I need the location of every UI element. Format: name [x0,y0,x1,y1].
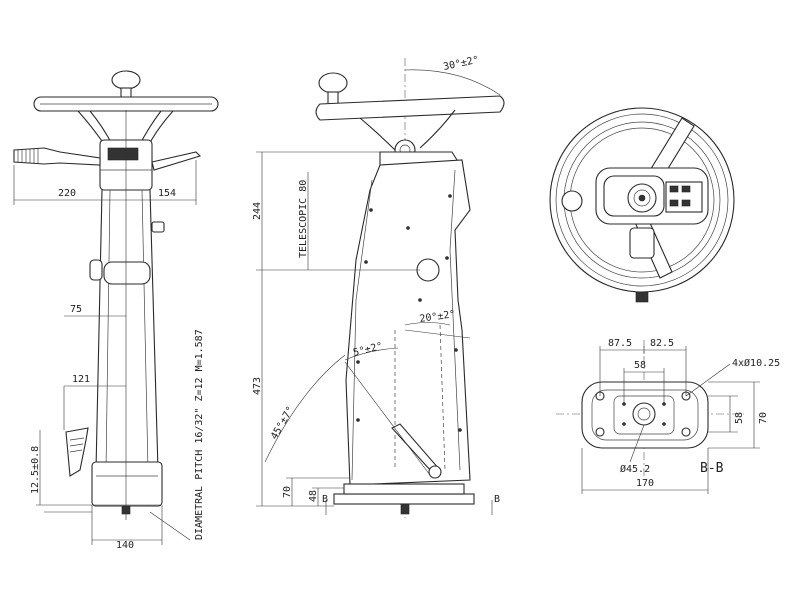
front-pedal-pivot [428,465,442,479]
dim-170-label: 170 [636,478,654,489]
dim-70-label: 70 [282,486,293,498]
top-wheel-knob [561,190,583,212]
angle-30-label: 30°±2° [442,55,480,73]
telescopic-label: TELESCOPIC 80 [298,180,309,258]
side-base [91,461,163,507]
dim-82-5-label: 82.5 [650,338,674,349]
dim-220-label: 220 [58,188,76,199]
angle-45-label: 45°±7° [269,405,297,442]
top-lower-mount [629,227,655,259]
section-inner-pocket [613,395,675,435]
side-lever-left [13,147,101,166]
side-column [95,189,159,471]
dim-58-side-label: 58 [734,412,745,424]
front-column-body [345,159,471,486]
side-knob [111,70,141,90]
section-mark-b-left: B [322,494,328,505]
angle-20-label: 20°±2° [419,309,456,325]
section-mark-b-right: B [494,494,500,505]
front-view: 30°±2° 20°±2° 5°±2° 45°±7° 244 473 TELES… [252,55,505,518]
dim-75-label: 75 [70,304,82,315]
center-bore-label: Ø45.2 [620,463,650,475]
dim-473-label: 473 [252,377,263,395]
side-control-switches [107,147,139,161]
side-column-knob [89,259,103,281]
dim-48-label: 48 [308,490,319,502]
dim-140-label: 140 [116,540,134,551]
top-wheel-view [549,107,735,303]
front-base-shaft [400,503,410,515]
front-rivets [356,194,462,432]
side-view: 220 154 75 121 12.5±0.8 140 DIAMETRAL PI… [13,70,219,551]
dim-121-label: 121 [72,374,90,385]
section-bb-view: 87.5 82.5 58 4xØ10.25 58 70 Ø45.2 170 B-… [556,338,780,494]
dim-154-label: 154 [158,188,176,199]
section-dimensions [581,346,760,494]
top-lower-shaft [635,291,649,303]
side-lever-right [151,151,202,171]
holes-callout: 4xØ10.25 [732,357,780,369]
side-dimensions [13,110,197,545]
dim-58-top-label: 58 [634,360,646,371]
front-wheel-rim [315,95,505,121]
front-column-window [416,258,440,282]
side-column-window [103,261,151,285]
side-small-knob [151,221,165,233]
lever-grip-ribs [17,149,39,163]
dim-87-5-label: 87.5 [608,338,632,349]
front-wheel-spokes [359,109,456,151]
front-vertical-dimensions [256,151,493,515]
section-bb-label: B-B [700,461,724,476]
section-center-bore [632,402,656,426]
dim-12-5-label: 12.5±0.8 [30,446,41,494]
gear-pitch-note: DIAMETRAL PITCH 16/32" Z=12 M=1.587 [194,329,205,540]
side-pedal [65,427,89,477]
front-knob [318,72,348,94]
dim-70-side-label: 70 [758,412,769,424]
front-angle-arcs [264,69,501,476]
dim-244-label: 244 [252,202,263,220]
top-switch-buttons [669,185,691,207]
pedal-ribs [69,437,85,453]
front-base [333,493,475,505]
